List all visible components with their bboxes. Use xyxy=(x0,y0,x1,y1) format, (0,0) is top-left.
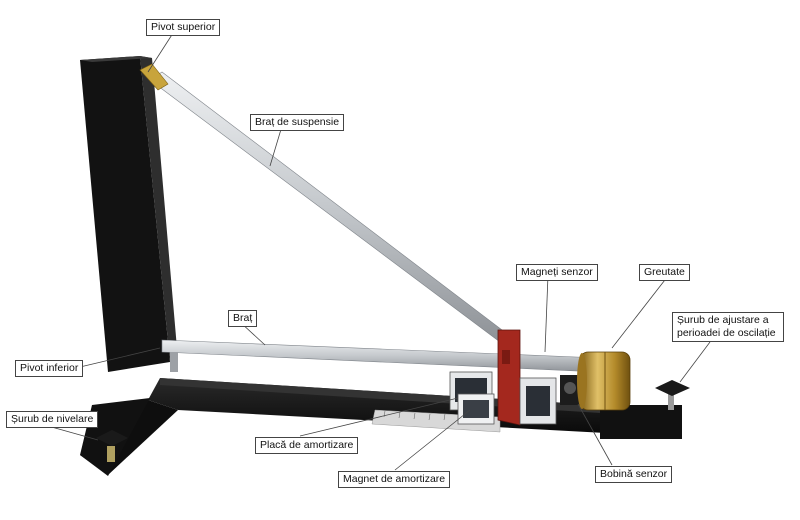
label-pivot-inferior: Pivot inferior xyxy=(15,360,84,377)
leader-surub-ajustare xyxy=(679,341,711,383)
leveling-screw xyxy=(96,430,128,462)
label-bobina-senzor: Bobină senzor xyxy=(595,466,673,483)
sensor-assembly xyxy=(519,375,580,425)
label-greutate: Greutate xyxy=(639,264,690,281)
leader-greutate xyxy=(611,275,669,349)
leader-pivot-superior xyxy=(147,29,176,73)
leader-brat-suspensie xyxy=(269,125,283,167)
leader-bobina-senzor xyxy=(577,403,613,466)
leader-pivot-inferior xyxy=(79,347,161,368)
label-magnet-amortizare: Magnet de amortizare xyxy=(338,471,451,488)
leader-surub-nivelare xyxy=(47,425,99,441)
suspension-arm xyxy=(139,63,511,343)
label-pivot-superior: Pivot superior xyxy=(146,19,221,36)
leader-magneti-senzor xyxy=(544,274,549,353)
label-brat: Braț xyxy=(228,310,258,327)
leader-magnet-amortizare xyxy=(394,409,471,471)
horizontal-arm xyxy=(161,339,601,373)
leader-placa-amortizare xyxy=(299,397,459,437)
leader-lines xyxy=(47,29,711,471)
label-surub-ajustare: Șurub de ajustare a perioadei de oscilaț… xyxy=(672,312,784,342)
label-magneti-senzor: Magneți senzor xyxy=(516,264,598,281)
label-surub-ajustare-line1: Șurub de ajustare a xyxy=(677,314,769,326)
red-carriage xyxy=(497,329,521,426)
label-surub-nivelare: Șurub de nivelare xyxy=(6,411,99,428)
label-surub-ajustare-line2: perioadei de oscilație xyxy=(677,327,776,339)
vertical-column xyxy=(80,56,178,372)
label-brat-suspensie: Braț de suspensie xyxy=(250,114,345,131)
label-placa-amortizare: Placă de amortizare xyxy=(255,437,359,454)
brass-weight xyxy=(577,351,631,411)
adjusting-knob xyxy=(655,380,690,410)
damping-assembly xyxy=(449,371,495,425)
